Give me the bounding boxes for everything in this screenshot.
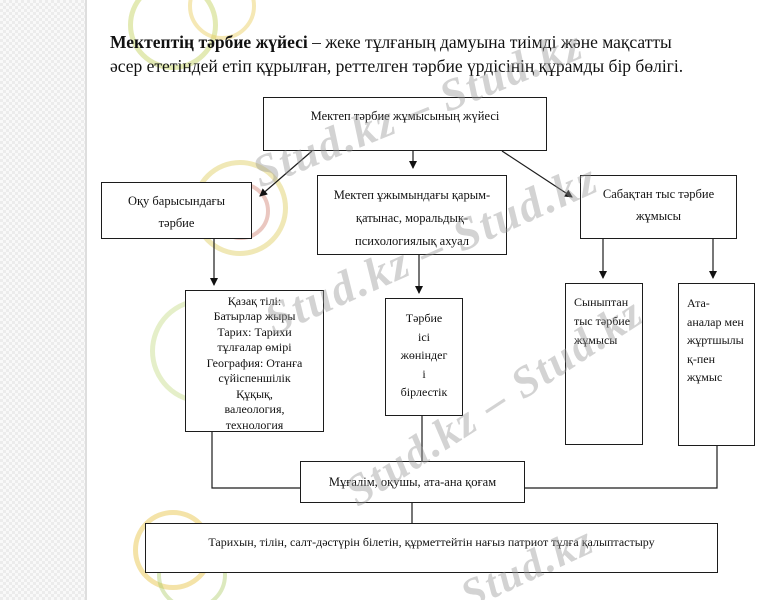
- arrow-top-to-study: [259, 150, 313, 197]
- node-extracurricular: Сыныптан тыс тәрбие жұмысы: [565, 283, 643, 445]
- node-teacher-pupil-parent: Мұғалім, оқушы, ата-ана қоғам: [300, 461, 525, 503]
- arrow-top-to-outside: [501, 150, 573, 198]
- node-subjects: Қазақ тілі: Батырлар жыры Тарих: Тарихи …: [185, 290, 324, 432]
- intro-term: Мектептің тәрбие жүйесі: [110, 31, 308, 52]
- node-study-education: Оқу барысындағы тәрбие: [101, 182, 252, 239]
- node-parents-work: Ата- аналар мен жұртшылы қ-пен жұмыс: [678, 283, 755, 446]
- node-education-union: Тәрбие ісі жөніндег і бірлестік: [385, 298, 463, 416]
- node-outside-lessons: Сабақтан тыс тәрбие жұмысы: [580, 175, 737, 239]
- link-subjects-to-community: [211, 432, 300, 489]
- intro-paragraph: Мектептің тәрбие жүйесі – жеке тұлғаның …: [110, 30, 690, 80]
- node-moral-climate: Мектеп ұжымындағы қарым- қатынас, мораль…: [317, 175, 507, 255]
- link-parents-to-community: [525, 446, 718, 489]
- node-goal: Тарихын, тілін, салт-дәстүрін білетін, қ…: [145, 523, 718, 573]
- page-left-margin-texture: [0, 0, 87, 600]
- intro-definition: – жеке тұлғаның дамуына тиімді және мақс…: [110, 31, 684, 77]
- node-school-system: Мектеп тәрбие жұмысының жүйесі: [263, 97, 547, 151]
